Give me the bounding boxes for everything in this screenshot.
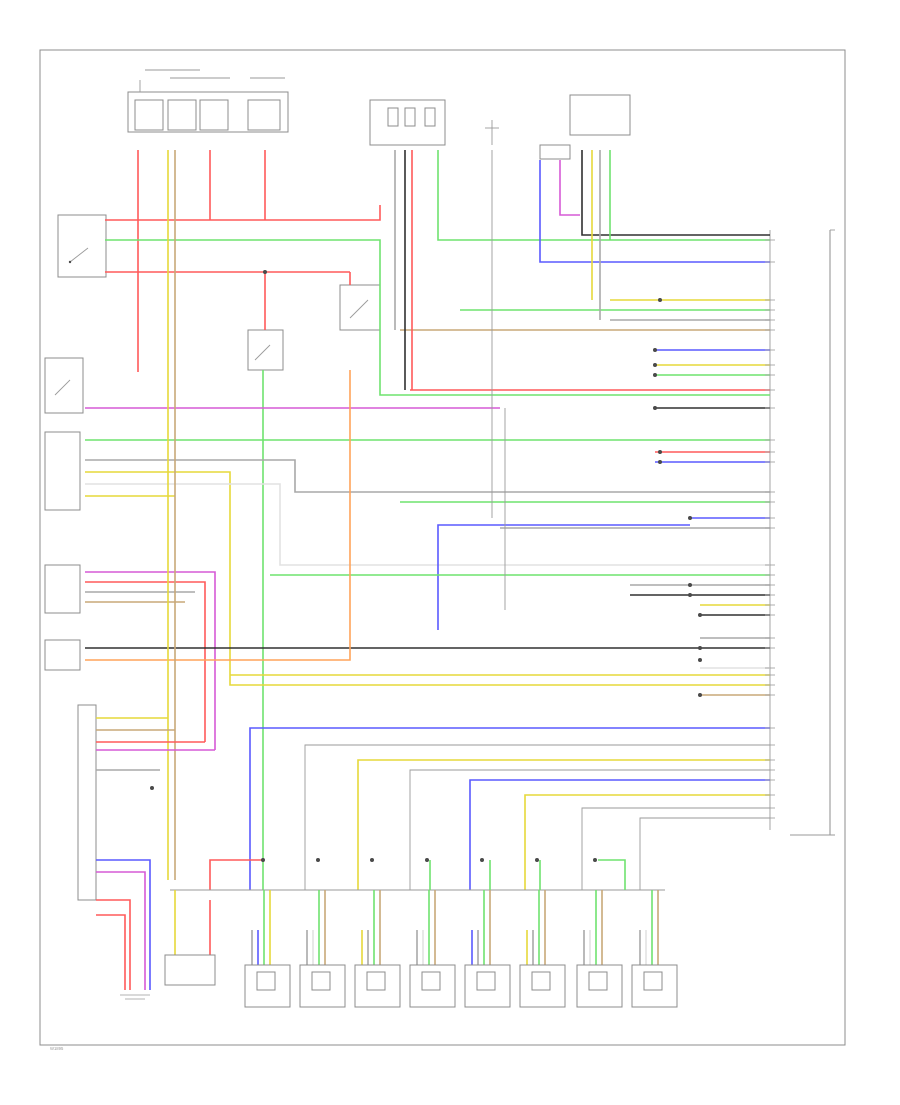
splice-node-icon [653,373,657,377]
splice-node-icon [425,858,429,862]
mid-relay-b [339,284,381,331]
seat-switch-6 [519,890,566,1008]
diagram-frame [39,49,846,1046]
splice-node-icon [658,450,662,454]
wire-bus [85,150,770,990]
splice-node-icon [658,460,662,464]
bottom-module-left [164,954,216,986]
top-sensor-connector [485,120,499,145]
splice-node-icon [653,348,657,352]
splice-node-icon [698,613,702,617]
seat-switch-1 [244,890,291,1008]
splice-node-icon [535,858,539,862]
seat-switch-7 [576,890,623,1008]
seat-switch-8 [631,890,678,1008]
seat-switch-5 [464,890,511,1008]
seat-switch-4 [409,890,456,1008]
seat-switch-3 [354,890,401,1008]
splice-node-icon [688,593,692,597]
splice-node-icon [658,298,662,302]
splice-node-icon [698,693,702,697]
splice-node-icon [593,858,597,862]
left-connector-3 [44,431,81,511]
splice-node-icon [150,786,154,790]
splice-node-icon [698,646,702,650]
splice-node-icon [653,363,657,367]
right-terminal-ticks [765,239,775,819]
top-right-module [539,94,631,160]
ground-icon [120,994,150,1000]
splice-node-icon [263,270,267,274]
bottom-switch-row [244,890,678,1008]
figure-code: W1895 [50,1046,64,1051]
splice-node-icon [261,858,265,862]
splice-node-icon [653,406,657,410]
left-connector-4 [44,564,81,614]
switch-icon [69,247,89,263]
mid-relay-a [247,329,284,371]
splice-node-icon [688,516,692,520]
splice-node-icon [480,858,484,862]
top-fuse-block [127,69,289,133]
splice-node-icon [316,858,320,862]
left-main-connector [77,704,97,901]
splice-node-icon [698,658,702,662]
splice-node-icon [688,583,692,587]
splice-node-icon [370,858,374,862]
left-connector-5 [44,639,81,671]
splice-nodes [150,270,702,862]
top-relay-module [369,99,446,146]
left-relay-switch [57,214,107,278]
seat-switch-2 [299,890,346,1008]
left-switch-2 [44,357,84,414]
control-module-connector [769,229,835,836]
